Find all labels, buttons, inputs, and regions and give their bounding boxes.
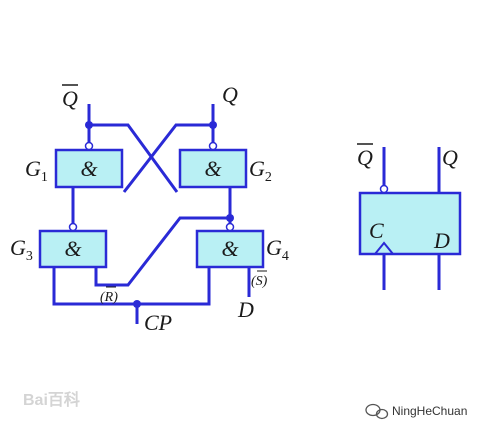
- junction-g4-out: [226, 214, 234, 222]
- label-s: (S): [251, 274, 268, 289]
- junctions: [85, 121, 234, 308]
- label-g3: G3: [10, 235, 33, 264]
- gate-g4: &: [195, 222, 265, 269]
- wire-cross-q-to-g1: [122, 123, 213, 193]
- label-q: Q: [222, 82, 238, 107]
- junction-qbar: [85, 121, 93, 129]
- symbol-label-q: Q: [442, 145, 458, 170]
- gate-g1: &: [54, 141, 124, 189]
- inverter-bubble-g4: [225, 222, 235, 232]
- label-g4: G4: [266, 235, 289, 264]
- d-latch-symbol: Q Q C D: [357, 143, 462, 290]
- gate-g2-symbol: &: [204, 156, 222, 181]
- label-q-bar: Q: [62, 86, 78, 111]
- label-g1: G1: [25, 156, 48, 185]
- gate-g2: &: [178, 141, 248, 189]
- junction-q: [209, 121, 217, 129]
- label-cp: CP: [144, 310, 172, 335]
- wires: [52, 104, 251, 324]
- gate-g4-symbol: &: [221, 236, 239, 261]
- labels: Q Q G1 G2 G3 G4 (R) (S) CP D: [10, 82, 289, 335]
- symbol-label-c: C: [369, 218, 384, 243]
- symbol-label-d: D: [433, 228, 450, 253]
- wire-g4-to-g3: [94, 216, 230, 287]
- chat-icon: [365, 403, 389, 420]
- watermark-author-text: NingHeChuan: [392, 404, 467, 418]
- wire-cp-bus: [52, 267, 211, 306]
- symbol-label-q-bar: Q: [357, 145, 373, 170]
- inverter-bubble-g3: [68, 222, 78, 232]
- inverter-bubble-g1: [84, 141, 94, 151]
- watermark-baidu: Bai百科: [23, 390, 80, 409]
- symbol-box: [358, 191, 462, 256]
- gate-g3-symbol: &: [64, 236, 82, 261]
- label-d: D: [237, 297, 254, 322]
- gate-g3: &: [38, 222, 108, 269]
- label-g2: G2: [249, 156, 272, 185]
- junction-cp: [133, 300, 141, 308]
- label-r: (R): [100, 290, 118, 305]
- symbol-qbar-bubble: [379, 184, 389, 194]
- watermark-author: NingHeChuan: [365, 403, 467, 420]
- gate-g1-symbol: &: [80, 156, 98, 181]
- watermark-baidu-text: Bai百科: [23, 390, 80, 409]
- wire-cross-qbar-to-g2: [89, 123, 179, 193]
- inverter-bubble-g2: [208, 141, 218, 151]
- clock-triangle-icon: [374, 241, 394, 255]
